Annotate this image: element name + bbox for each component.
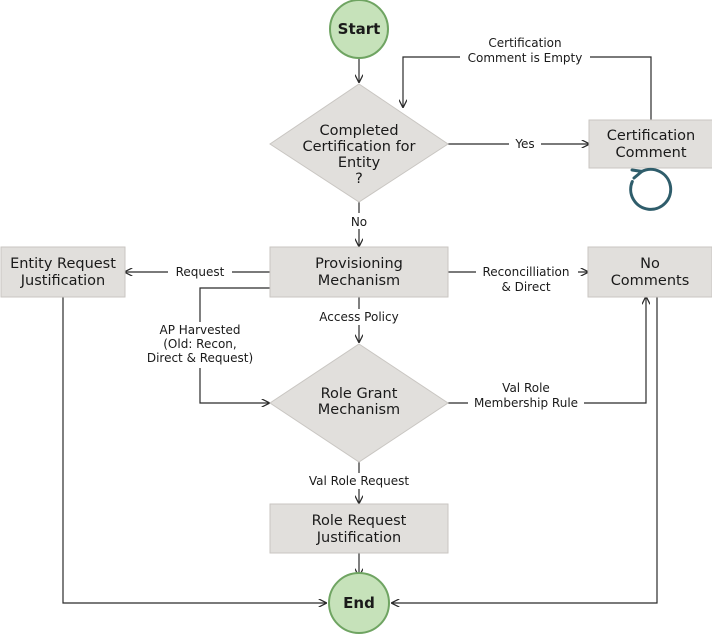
label-reconciliation-line2: & Direct: [501, 280, 550, 294]
certification-comment-node: Certification Comment: [588, 119, 712, 169]
role-grant-mechanism-decision: Role Grant Mechanism: [269, 343, 449, 463]
provisioning-line1: Provisioning: [315, 256, 403, 272]
no-comments-node: No Comments: [587, 246, 712, 298]
label-reconciliation-line1: Reconcilliation: [483, 265, 570, 279]
role-request-line2: Justification: [316, 530, 402, 546]
label-comment-empty-line2: Comment is Empty: [468, 51, 583, 65]
edge-no-comments-to-end: [392, 297, 658, 603]
decision-label-line1: Completed: [319, 123, 398, 139]
label-yes: Yes: [514, 137, 534, 151]
end-label: End: [343, 594, 375, 612]
completed-certification-decision: Completed Certification for Entity ?: [269, 83, 449, 203]
label-request: Request: [176, 265, 225, 279]
no-comments-line2: Comments: [611, 273, 690, 289]
role-grant-line2: Mechanism: [318, 402, 400, 418]
certification-comment-line2: Comment: [615, 145, 686, 161]
entity-request-justification-node: Entity Request Justification: [0, 246, 126, 298]
decision-label-line2: Certification for: [302, 139, 415, 155]
certification-comment-line1: Certification: [607, 128, 696, 144]
entity-request-line1: Entity Request: [10, 256, 116, 272]
start-label: Start: [338, 20, 381, 38]
decision-label-line4: ?: [355, 171, 363, 187]
role-request-justification-node: Role Request Justification: [269, 503, 449, 554]
role-request-line1: Role Request: [312, 513, 407, 529]
edge-entity-request-to-end: [62, 297, 326, 603]
end-node: End: [328, 572, 390, 634]
entity-request-line2: Justification: [20, 273, 106, 289]
label-access-policy: Access Policy: [319, 310, 398, 324]
label-val-role-membership-line2: Membership Rule: [474, 396, 578, 410]
label-val-role-request: Val Role Request: [309, 474, 409, 488]
label-ap-harvested-line2: (Old: Recon,: [163, 337, 236, 351]
label-no: No: [351, 215, 367, 229]
provisioning-line2: Mechanism: [318, 273, 400, 289]
decision-label-line3: Entity: [338, 155, 381, 171]
label-comment-empty-line1: Certification: [488, 36, 561, 50]
label-ap-harvested-line3: Direct & Request): [147, 351, 253, 365]
provisioning-mechanism-node: Provisioning Mechanism: [269, 246, 449, 298]
label-val-role-membership-line1: Val Role: [502, 381, 550, 395]
role-grant-line1: Role Grant: [321, 386, 398, 402]
start-node: Start: [329, 0, 389, 59]
label-ap-harvested-line1: AP Harvested: [159, 323, 240, 337]
loop-icon: [629, 167, 673, 211]
no-comments-line1: No: [640, 256, 660, 272]
